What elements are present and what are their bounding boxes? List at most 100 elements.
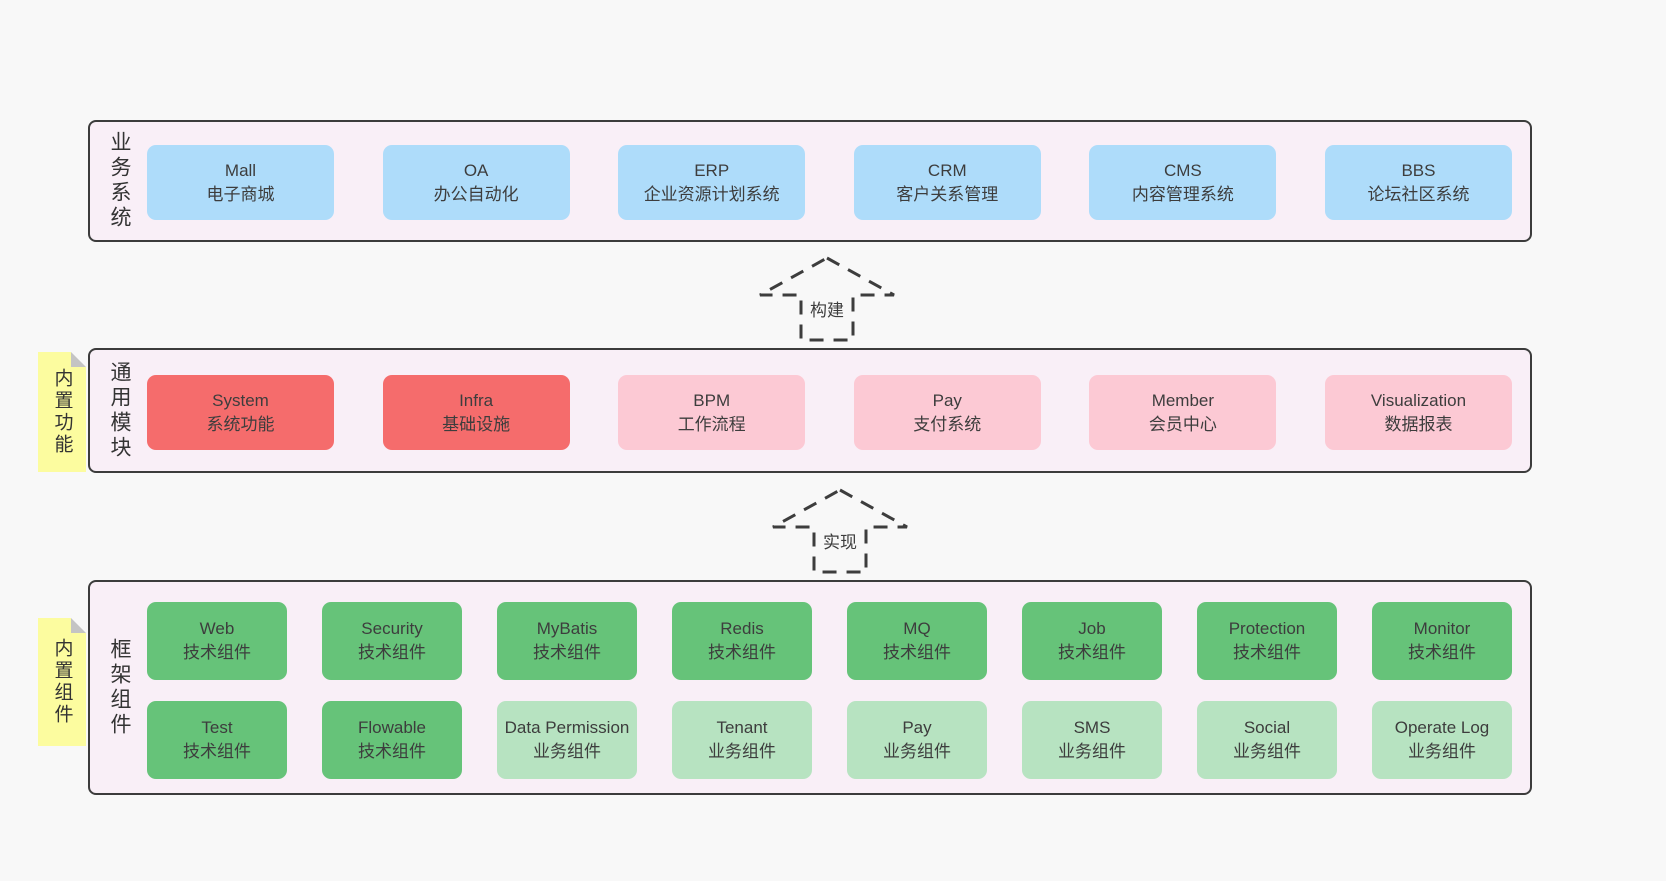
box-web: Web 技术组件 (147, 602, 287, 680)
business-box-row: Mall 电子商城 OA 办公自动化 ERP 企业资源计划系统 CRM 客户关系… (147, 145, 1512, 220)
box-subtitle: 业务组件 (533, 742, 601, 761)
box-subtitle: 办公自动化 (433, 184, 519, 204)
box-flowable: Flowable 技术组件 (322, 701, 462, 779)
box-data-permission: Data Permission 业务组件 (497, 701, 637, 779)
box-protection: Protection 技术组件 (1197, 602, 1337, 680)
box-title: MQ (903, 619, 931, 639)
box-subtitle: 技术组件 (883, 643, 951, 662)
box-subtitle: 支付系统 (913, 414, 982, 434)
box-subtitle: 技术组件 (183, 742, 251, 761)
box-title: Infra (459, 390, 494, 410)
arrow-up-build: 构建 (757, 255, 897, 343)
components-box-row-1: Web 技术组件 Security 技术组件 MyBatis 技术组件 Redi… (147, 602, 1512, 680)
box-title: Pay (902, 718, 932, 738)
box-infra: Infra 基础设施 (382, 375, 570, 450)
box-subtitle: 内容管理系统 (1131, 184, 1234, 204)
box-title: Visualization (1370, 390, 1467, 410)
box-subtitle: 电子商城 (206, 184, 275, 204)
sticky-note-text: 内置组件 (51, 638, 73, 726)
box-title: Mall (224, 160, 257, 180)
box-title: ERP (694, 160, 730, 180)
box-subtitle: 业务组件 (883, 742, 951, 761)
box-title: Member (1151, 390, 1215, 410)
box-subtitle: 技术组件 (1058, 643, 1126, 662)
box-mybatis: MyBatis 技术组件 (497, 602, 637, 680)
box-crm: CRM 客户关系管理 (853, 145, 1041, 220)
box-title: Redis (720, 619, 764, 639)
box-oa: OA 办公自动化 (382, 145, 570, 220)
arrow-implement-label: 实现 (819, 527, 861, 554)
box-tenant: Tenant 业务组件 (672, 701, 812, 779)
box-security: Security 技术组件 (322, 602, 462, 680)
box-operate-log: Operate Log 业务组件 (1372, 701, 1512, 779)
dashed-up-arrow-icon (772, 488, 908, 574)
arrow-build-label: 构建 (806, 295, 848, 322)
box-pay-system: Pay 支付系统 (853, 375, 1041, 450)
box-subtitle: 技术组件 (708, 643, 776, 662)
box-title: Tenant (716, 718, 768, 738)
box-bpm: BPM 工作流程 (618, 375, 806, 450)
box-pay-component: Pay 业务组件 (847, 701, 987, 779)
box-title: BBS (1401, 160, 1436, 180)
box-social: Social 业务组件 (1197, 701, 1337, 779)
box-member: Member 会员中心 (1089, 375, 1277, 450)
box-title: Test (201, 718, 233, 738)
box-system: System 系统功能 (147, 375, 334, 450)
box-subtitle: 业务组件 (1233, 742, 1301, 761)
box-cms: CMS 内容管理系统 (1089, 145, 1277, 220)
box-erp: ERP 企业资源计划系统 (618, 145, 806, 220)
box-visualization: Visualization 数据报表 (1324, 375, 1512, 450)
box-subtitle: 客户关系管理 (896, 184, 999, 204)
layer-label-business: 业务系统 (108, 131, 131, 231)
box-title: Operate Log (1394, 718, 1490, 738)
box-subtitle: 技术组件 (1408, 643, 1476, 662)
layer-label-components: 框架组件 (108, 637, 131, 738)
box-title: Data Permission (504, 718, 630, 738)
box-title: Protection (1228, 619, 1306, 639)
box-subtitle: 业务组件 (1058, 742, 1126, 761)
box-bbs: BBS 论坛社区系统 (1324, 145, 1512, 220)
box-sms: SMS 业务组件 (1022, 701, 1162, 779)
box-title: Security (361, 619, 423, 639)
box-subtitle: 企业资源计划系统 (643, 184, 780, 204)
box-title: Job (1078, 619, 1106, 639)
modules-box-row: System 系统功能 Infra 基础设施 BPM 工作流程 Pay 支付系统… (147, 375, 1512, 450)
arrow-up-implement: 实现 (770, 487, 910, 575)
box-title: MyBatis (536, 619, 598, 639)
box-title: SMS (1073, 718, 1111, 738)
box-job: Job 技术组件 (1022, 602, 1162, 680)
box-subtitle: 系统功能 (206, 414, 275, 434)
box-subtitle: 技术组件 (358, 643, 426, 662)
box-title: Social (1243, 718, 1291, 738)
box-title: Web (199, 619, 235, 639)
layer-framework-components: 框架组件 Web 技术组件 Security 技术组件 MyBatis 技术组件… (88, 580, 1532, 795)
box-title: Monitor (1413, 619, 1471, 639)
box-title: System (212, 390, 269, 410)
box-subtitle: 技术组件 (183, 643, 251, 662)
box-mq: MQ 技术组件 (847, 602, 987, 680)
box-title: CRM (927, 160, 967, 180)
box-mall: Mall 电子商城 (147, 145, 334, 220)
box-subtitle: 技术组件 (1233, 643, 1301, 662)
sticky-note-builtin-features: 内置功能 (38, 352, 86, 472)
layer-common-modules: 通用模块 System 系统功能 Infra 基础设施 BPM 工作流程 Pay… (88, 348, 1532, 473)
box-subtitle: 工作流程 (677, 414, 746, 434)
box-subtitle: 会员中心 (1148, 414, 1217, 434)
box-subtitle: 数据报表 (1384, 414, 1453, 434)
box-monitor: Monitor 技术组件 (1372, 602, 1512, 680)
box-subtitle: 基础设施 (442, 414, 511, 434)
box-title: BPM (693, 390, 731, 410)
box-title: Flowable (357, 718, 427, 738)
layer-business-systems: 业务系统 Mall 电子商城 OA 办公自动化 ERP 企业资源计划系统 CRM… (88, 120, 1532, 242)
dashed-up-arrow-icon (759, 256, 895, 342)
sticky-note-text: 内置功能 (51, 368, 73, 456)
box-subtitle: 业务组件 (708, 742, 776, 761)
box-subtitle: 技术组件 (358, 742, 426, 761)
box-test: Test 技术组件 (147, 701, 287, 779)
box-title: CMS (1163, 160, 1202, 180)
box-subtitle: 技术组件 (533, 643, 601, 662)
box-title: OA (463, 160, 489, 180)
box-redis: Redis 技术组件 (672, 602, 812, 680)
box-subtitle: 论坛社区系统 (1367, 184, 1470, 204)
layer-label-modules: 通用模块 (108, 360, 131, 461)
